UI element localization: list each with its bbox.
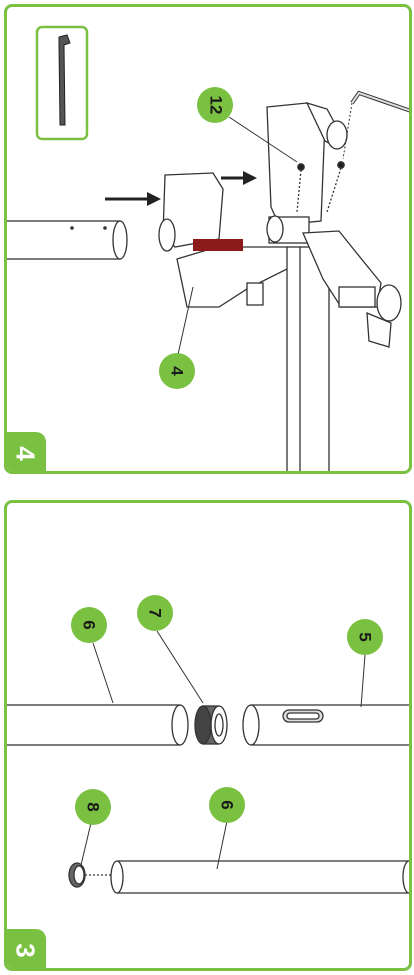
tube-part-6-long [111, 861, 412, 893]
step-3-illustration [7, 503, 412, 971]
step-4-panel: 12 4 4 [4, 4, 412, 474]
callout-leader [81, 823, 91, 865]
hex-key-inset [37, 27, 87, 139]
arrow-right-icon [105, 192, 161, 206]
tube-left [7, 221, 127, 259]
callout-part-6: 6 [71, 607, 107, 643]
step-number-badge: 4 [4, 432, 46, 474]
connector-part-7 [195, 706, 227, 744]
callout-part-12: 12 [197, 87, 233, 123]
callout-part-4: 4 [159, 353, 195, 389]
allen-key [343, 93, 411, 159]
callout-part-6: 6 [209, 787, 245, 823]
callout-leader [361, 655, 365, 707]
callout-part-5: 5 [347, 619, 383, 655]
tube-part-5 [243, 705, 412, 745]
stand-pole [287, 247, 329, 474]
callout-part-7: 7 [137, 595, 173, 631]
callout-leader [157, 631, 203, 703]
callout-leader [93, 643, 113, 703]
arrow-right-icon [221, 171, 257, 185]
tube-part-6 [7, 705, 188, 745]
step-4-illustration [7, 7, 412, 474]
washer-part-8 [69, 863, 113, 887]
callout-part-8: 8 [75, 789, 111, 825]
step-3-panel: 6 7 5 8 6 3 [4, 500, 412, 971]
step-number-badge: 3 [4, 929, 46, 971]
